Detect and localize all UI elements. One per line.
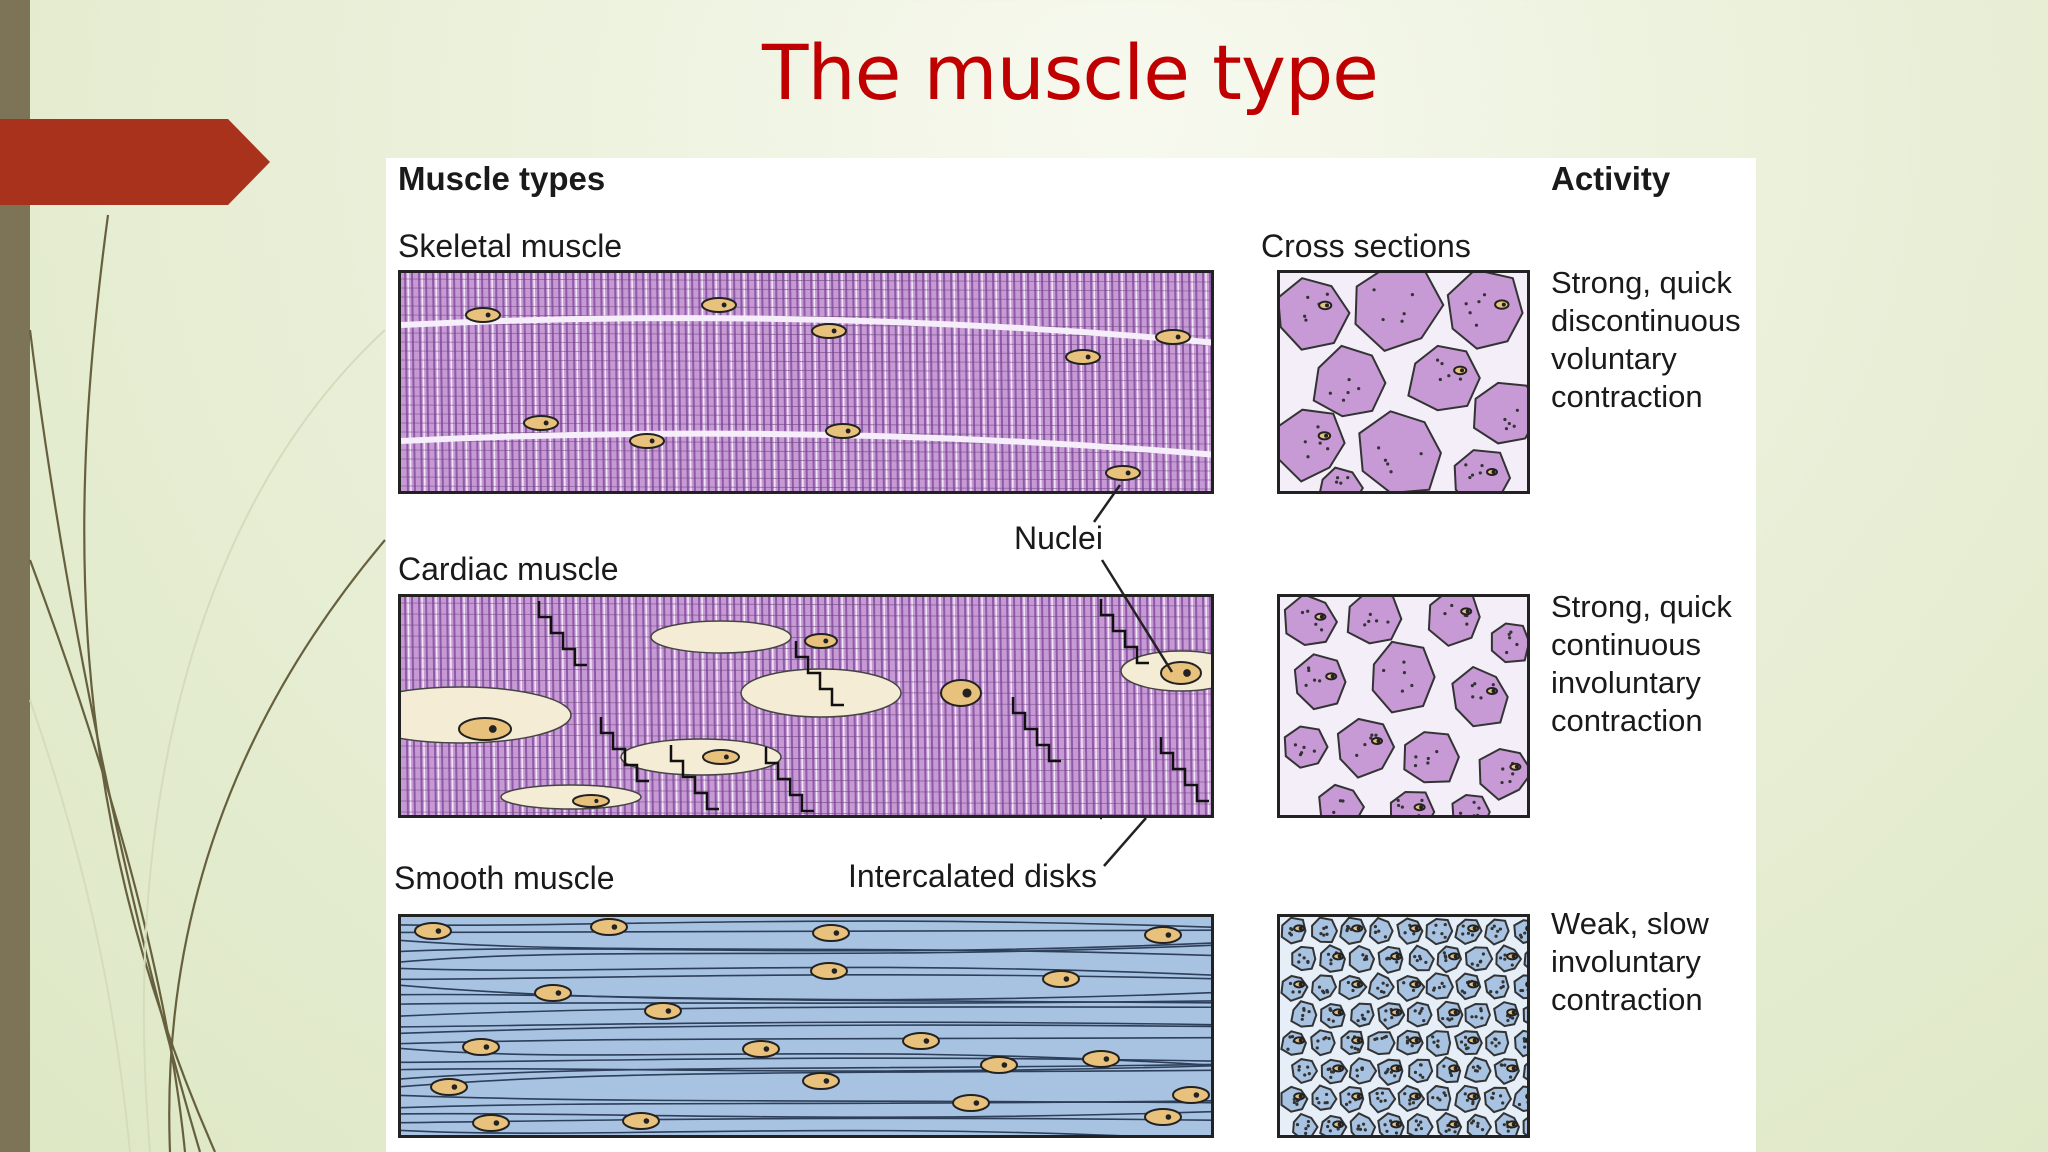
smooth-activity: Weak, slow involuntary contraction (1551, 906, 1709, 1017)
cross-sections-label: Cross sections (1261, 228, 1471, 264)
activity-header: Activity (1551, 160, 1671, 197)
skeletal-muscle-longitudinal-illustration (398, 270, 1214, 494)
cardiac-muscle-longitudinal-illustration (398, 594, 1214, 818)
skeletal-activity: Strong, quick discontinuous voluntary co… (1551, 265, 1741, 414)
accent-arrow-tab (0, 119, 270, 205)
label-pointer-lines (1092, 484, 1174, 867)
skeletal-muscle-cross-section (1277, 270, 1530, 494)
muscle-types-figure: Muscle types Activity Cross sections Ske… (386, 158, 1756, 1152)
cardiac-muscle-cross-section (1277, 594, 1530, 818)
nuclei-label: Nuclei (1014, 520, 1103, 556)
decorative-swoosh-lines (28, 214, 386, 1152)
intercalated-disks-label: Intercalated disks (848, 858, 1098, 894)
skeletal-muscle-label: Skeletal muscle (398, 228, 623, 264)
smooth-muscle-label: Smooth muscle (394, 860, 615, 896)
slide-title: The muscle type (762, 28, 1379, 117)
muscle-types-header: Muscle types (398, 160, 606, 197)
cardiac-activity: Strong, quick continuous involuntary con… (1551, 589, 1732, 738)
smooth-muscle-longitudinal-illustration (398, 914, 1214, 1138)
cardiac-muscle-label: Cardiac muscle (398, 551, 619, 587)
smooth-muscle-cross-section (1277, 914, 1530, 1138)
